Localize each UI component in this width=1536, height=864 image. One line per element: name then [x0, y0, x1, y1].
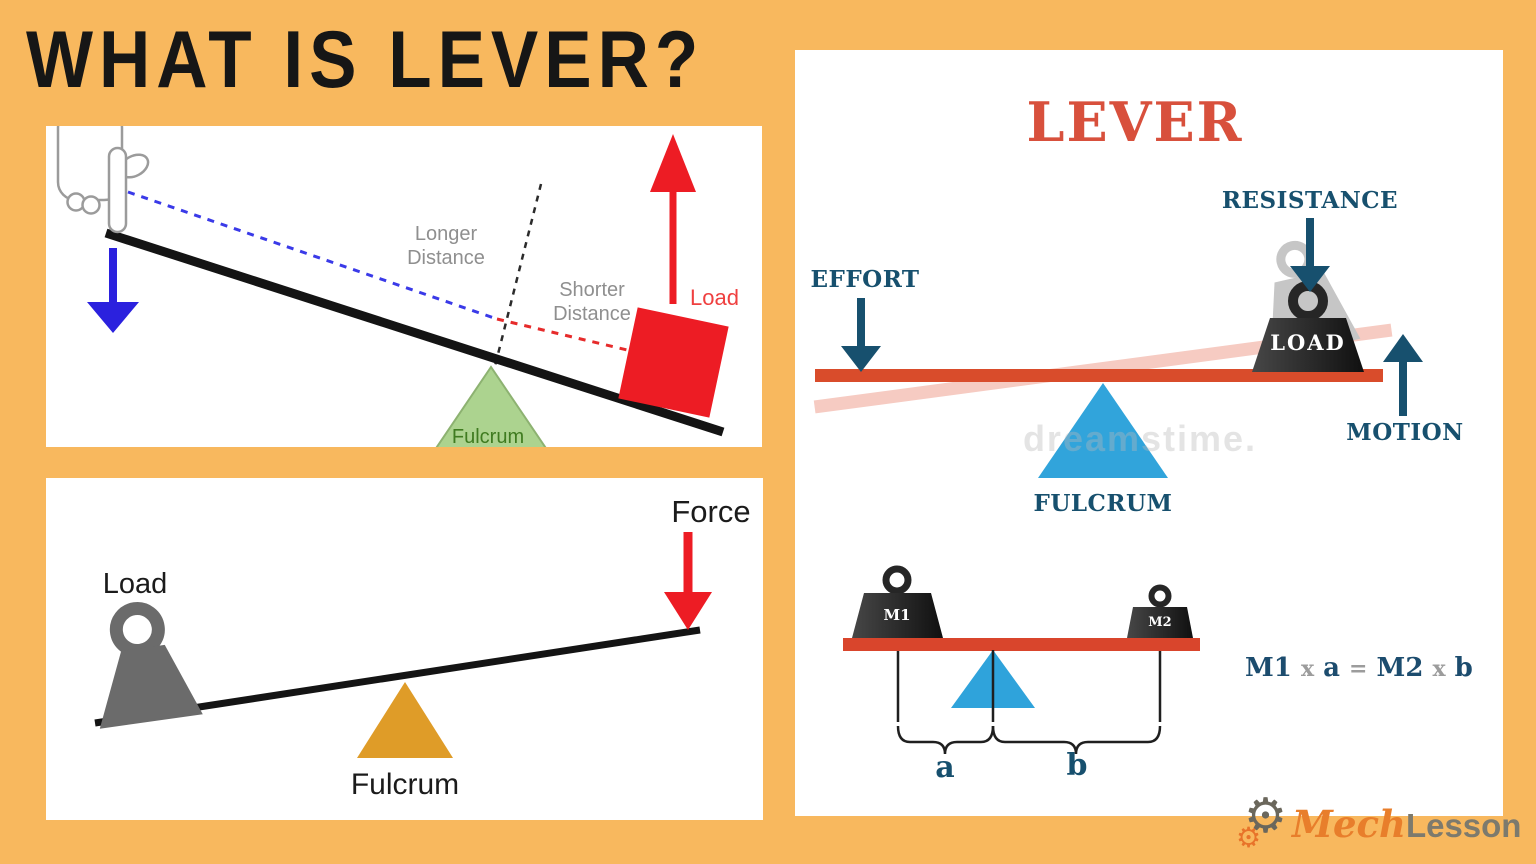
m1-weight-icon [852, 565, 943, 638]
brace-a [896, 725, 995, 755]
gear-icon: ⚙ [1244, 790, 1288, 843]
fulcrum-triangle-green [435, 365, 547, 447]
formula-m1: M1 [1245, 653, 1292, 683]
m2-label: M2 [1148, 615, 1172, 630]
lever-beam [104, 228, 725, 437]
fulcrum-axis-dashed-line [493, 183, 543, 367]
fulcrum-label: Fulcrum [350, 768, 460, 801]
watermark: dreamstime. [1022, 418, 1258, 459]
distance-a-label: a [935, 750, 955, 785]
lever-vector-drawing [813, 218, 1423, 755]
resistance-label: RESISTANCE [1221, 187, 1399, 214]
pressing-hand-icon [56, 126, 150, 234]
lever-ghost-bar [813, 323, 1393, 414]
shorter-distance-label: Shorter Distance [553, 279, 631, 326]
formula-b: b [1454, 653, 1473, 683]
panel-lever-simple: Force Load Fulcrum [46, 478, 763, 820]
load-label: LOAD [1270, 330, 1346, 355]
lever-formula: M1 x a = M2 x b [1245, 653, 1495, 683]
lever-heading: LEVER [1026, 90, 1244, 154]
motion-up-arrow-icon [1383, 334, 1423, 362]
effort-label: EFFORT [810, 266, 920, 293]
load-weight-icon [99, 602, 203, 729]
formula-times-2: x [1432, 656, 1446, 682]
m1-label: M1 [883, 606, 911, 624]
lever-distances-drawing [87, 134, 729, 447]
page-title: WHAT IS LEVER? [26, 15, 705, 106]
logo-lesson-text: Lesson [1405, 807, 1522, 844]
resistance-down-arrow-icon [1290, 266, 1330, 292]
m2-weight-icon [1127, 584, 1193, 638]
balance-bar [843, 638, 1200, 651]
load-box [618, 307, 729, 418]
formula-a: a [1323, 653, 1340, 683]
longer-distance-dashed-line [127, 190, 498, 321]
panel-lever-distances: Longer Distance Shorter Distance Load Fu… [46, 126, 762, 447]
panel-lever-vector: LEVER RESISTANCE EFFORT MOTION FULCRUM L… [795, 50, 1503, 816]
load-label: Load [102, 568, 168, 600]
force-label: Force [671, 494, 751, 529]
brace-b [991, 725, 1162, 755]
lever-simple-drawing [94, 532, 712, 758]
formula-m2: M2 [1376, 653, 1424, 683]
fulcrum-label: Fulcrum [451, 426, 525, 447]
fulcrum-triangle-blue [1038, 383, 1168, 478]
effort-down-arrow-icon [841, 346, 881, 372]
formula-equals: = [1349, 656, 1368, 682]
effort-down-arrow-icon [87, 302, 139, 333]
shorter-distance-dashed-line [496, 317, 649, 357]
formula-times-1: x [1300, 656, 1315, 682]
fulcrum-triangle-orange [357, 682, 453, 758]
distance-b-label: b [1066, 748, 1088, 783]
gear-small-icon: ⚙ [1236, 822, 1262, 853]
logo-mech-text: Mech [1292, 802, 1406, 846]
lever-bar [815, 369, 1383, 382]
longer-distance-label: Longer Distance [407, 223, 485, 270]
motion-label: MOTION [1346, 419, 1464, 446]
load-label: Load [690, 285, 739, 310]
fulcrum-label: FULCRUM [1033, 490, 1173, 517]
load-up-arrow-icon [650, 134, 696, 192]
force-down-arrow-icon [664, 592, 712, 630]
